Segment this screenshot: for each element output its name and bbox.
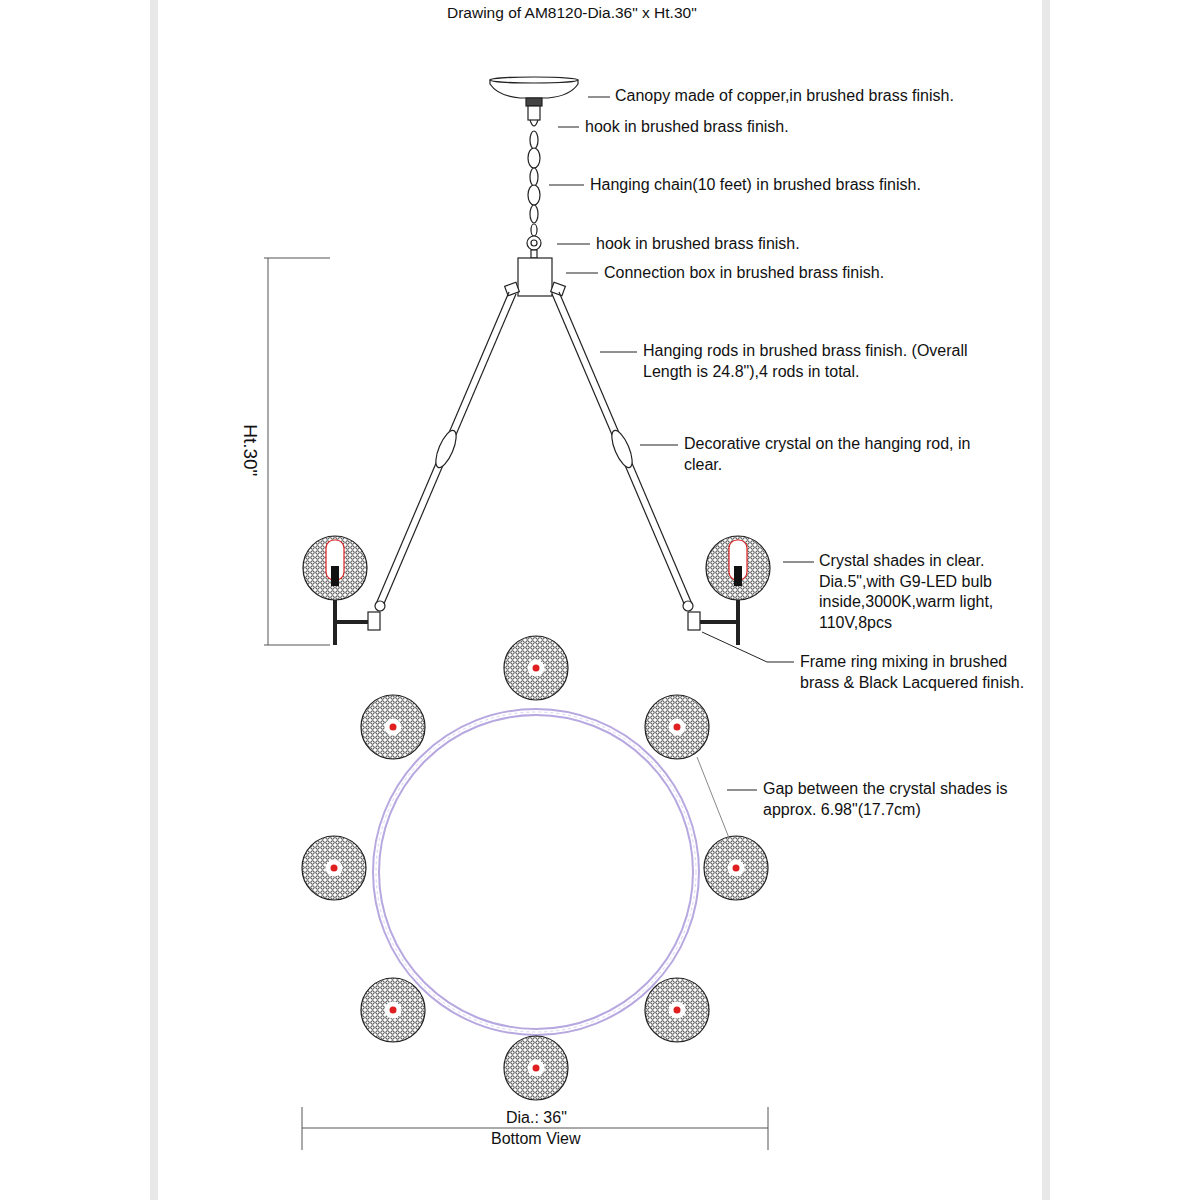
- callout-label: hook in brushed brass finish.: [596, 234, 800, 255]
- callout-label: Connection box in brushed brass finish.: [604, 263, 884, 284]
- bottom-view: [302, 636, 768, 1100]
- callout-label: Gap between the crystal shades is approx…: [763, 779, 1021, 820]
- diameter-dimension: [302, 1107, 768, 1150]
- drawing-title: Drawing of AM8120-Dia.36" x Ht.30": [447, 3, 697, 24]
- height-dimension: [264, 258, 330, 645]
- page-edge: [1042, 0, 1050, 1200]
- dimension-label: Dia.: 36": [506, 1108, 567, 1129]
- callout-label: Crystal shades in clear. Dia.5",with G9-…: [819, 551, 1033, 633]
- callout-label: Canopy made of copper,in brushed brass f…: [615, 86, 954, 107]
- dimension-label: Ht.30": [240, 424, 261, 476]
- callout-label: Hanging chain(10 feet) in brushed brass …: [590, 175, 921, 196]
- view-label: Bottom View: [491, 1129, 581, 1150]
- callout-label: Hanging rods in brushed brass finish. (O…: [643, 341, 973, 382]
- callout-label: hook in brushed brass finish.: [585, 117, 789, 138]
- callout-label: Frame ring mixing in brushed brass & Bla…: [800, 652, 1036, 693]
- callout-label: Decorative crystal on the hanging rod, i…: [684, 434, 996, 475]
- page-edge: [150, 0, 158, 1200]
